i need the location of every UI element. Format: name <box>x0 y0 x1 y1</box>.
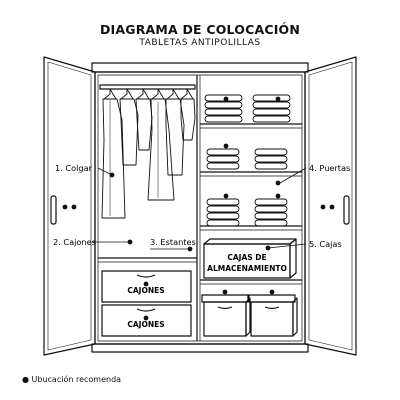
dot-icon <box>62 204 68 210</box>
wardrobe-top <box>91 62 309 73</box>
storage-box-large <box>203 238 297 279</box>
storage-box-small-left <box>201 294 251 337</box>
left-door-handle <box>50 195 57 225</box>
dot-icon <box>223 96 229 102</box>
dot-icon <box>223 143 229 149</box>
legend: ● Ubucación recomenda <box>22 375 121 384</box>
left-door <box>43 56 96 356</box>
right-door <box>304 56 357 356</box>
dot-icon <box>143 315 149 321</box>
callout-estantes: 3. Estantes <box>150 237 196 247</box>
dot-icon <box>187 246 193 252</box>
wardrobe-base <box>91 343 309 353</box>
drawer-bottom <box>101 304 192 337</box>
dot-icon <box>127 239 133 245</box>
dot-icon <box>329 204 335 210</box>
storage-box-label-1: CAJAS DE <box>227 253 266 262</box>
dot-icon <box>143 281 149 287</box>
drawer-top <box>101 270 192 303</box>
diagram-subtitle: TABLETAS ANTIPOLILLAS <box>139 38 261 48</box>
storage-box-small-right <box>248 294 298 337</box>
dot-icon <box>275 193 281 199</box>
dot-icon <box>222 289 228 295</box>
dot-icon <box>275 96 281 102</box>
callout-puertas: 4. Puertas <box>309 163 350 173</box>
drawer-bottom-label: CAJONES <box>127 320 164 329</box>
legend-text: Ubucación recomenda <box>31 375 122 384</box>
storage-box-label-2: ALMACENAMIENTO <box>207 264 287 273</box>
dot-icon <box>223 193 229 199</box>
dot-icon <box>265 245 271 251</box>
callout-cajas: 5. Cajas <box>309 239 342 249</box>
diagram-title: DIAGRAMA DE COLOCACIÓN <box>99 22 301 37</box>
right-door-handle <box>343 195 350 225</box>
callout-lines <box>92 167 307 250</box>
hanging-rail <box>99 84 196 90</box>
dot-icon <box>109 172 115 178</box>
dot-icon <box>320 204 326 210</box>
dot-icon <box>275 180 281 186</box>
hanging-clothes <box>101 88 196 219</box>
dot-icon <box>269 289 275 295</box>
callout-cajones: 2. Cajones <box>53 237 96 247</box>
drawer-top-label: CAJONES <box>127 286 164 295</box>
dot-icon <box>71 204 77 210</box>
callout-colgar: 1. Colgar <box>55 163 93 173</box>
folded-linens <box>204 94 291 227</box>
placement-dots <box>62 96 335 321</box>
dot-icon: ● <box>22 375 29 384</box>
